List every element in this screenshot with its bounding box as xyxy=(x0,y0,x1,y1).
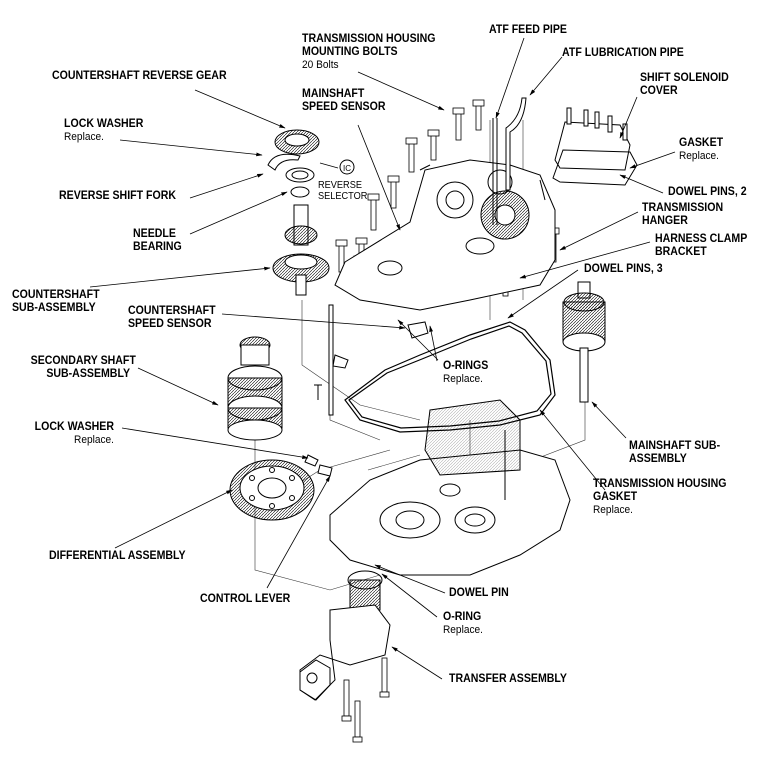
bolt-icon xyxy=(379,657,390,698)
label-mainshaft-speed-sensor: MAINSHAFT SPEED SENSOR xyxy=(302,88,386,113)
bolt-icon xyxy=(405,137,418,173)
transfer-assembly-part xyxy=(299,570,391,701)
bolt-icon xyxy=(387,175,400,209)
label-reverse-shift-fork: REVERSE SHIFT FORK xyxy=(59,190,176,202)
label-shift-solenoid-cover: SHIFT SOLENOID COVER xyxy=(640,72,729,97)
label-o-ring: O-RING Replace. xyxy=(443,611,483,636)
housing-gasket-part xyxy=(344,321,556,433)
bolt-icon xyxy=(452,107,465,141)
shift-shaft-part xyxy=(314,304,429,416)
bolt-icon xyxy=(427,129,440,161)
label-needle-bearing: NEEDLE BEARING xyxy=(133,228,182,253)
label-dowel-pins-3: DOWEL PINS, 3 xyxy=(584,263,663,275)
label-lock-washer-bottom: LOCK WASHER Replace. xyxy=(34,421,114,446)
leader-lines xyxy=(89,37,676,680)
differential-part xyxy=(229,454,333,521)
label-reverse-selector: REVERSE SELECTOR xyxy=(318,180,368,202)
transmission-housing-lower xyxy=(329,399,571,576)
label-transmission-housing-mounting-bolts: TRANSMISSION HOUSING MOUNTING BOLTS 20 B… xyxy=(302,33,436,71)
label-transfer-assembly: TRANSFER ASSEMBLY xyxy=(449,673,567,685)
label-mainshaft-sub-assembly: MAINSHAFT SUB- ASSEMBLY xyxy=(629,440,721,465)
label-transmission-hanger: TRANSMISSION HANGER xyxy=(642,202,724,227)
label-differential-assembly: DIFFERENTIAL ASSEMBLY xyxy=(49,550,186,562)
shift-solenoid-cover-part xyxy=(552,107,638,186)
label-dowel-pins-2: DOWEL PINS, 2 xyxy=(668,186,747,198)
label-transmission-housing-gasket: TRANSMISSION HOUSING GASKET Replace. xyxy=(593,478,727,516)
label-countershaft-reverse-gear: COUNTERSHAFT REVERSE GEAR xyxy=(52,70,227,82)
atf-pipes xyxy=(492,97,527,225)
secondary-shaft-part xyxy=(227,336,283,441)
label-lock-washer-top: LOCK WASHER Replace. xyxy=(64,118,144,143)
label-countershaft-speed-sensor: COUNTERSHAFT SPEED SENSOR xyxy=(128,305,216,330)
label-control-lever: CONTROL LEVER xyxy=(200,593,291,605)
label-atf-feed-pipe: ATF FEED PIPE xyxy=(489,24,567,36)
label-o-rings: O-RINGS Replace. xyxy=(443,360,489,385)
label-countershaft-sub-assembly: COUNTERSHAFT SUB-ASSEMBLY xyxy=(12,289,100,314)
svg-text:IC: IC xyxy=(343,164,351,173)
mainshaft-part xyxy=(562,281,606,403)
bolt-icon xyxy=(472,99,485,131)
label-harness-clamp-bracket: HARNESS CLAMP BRACKET xyxy=(655,233,748,258)
bolt-icon xyxy=(367,193,380,231)
bolt-icon xyxy=(341,679,352,722)
label-secondary-shaft-sub-assembly: SECONDARY SHAFT SUB-ASSEMBLY xyxy=(30,355,136,380)
label-dowel-pin: DOWEL PIN xyxy=(449,587,509,599)
label-gasket: GASKET Replace. xyxy=(679,137,724,162)
countershaft-parts: IC xyxy=(267,129,355,296)
label-atf-lubrication-pipe: ATF LUBRICATION PIPE xyxy=(562,47,684,59)
bolt-icon xyxy=(352,700,363,743)
